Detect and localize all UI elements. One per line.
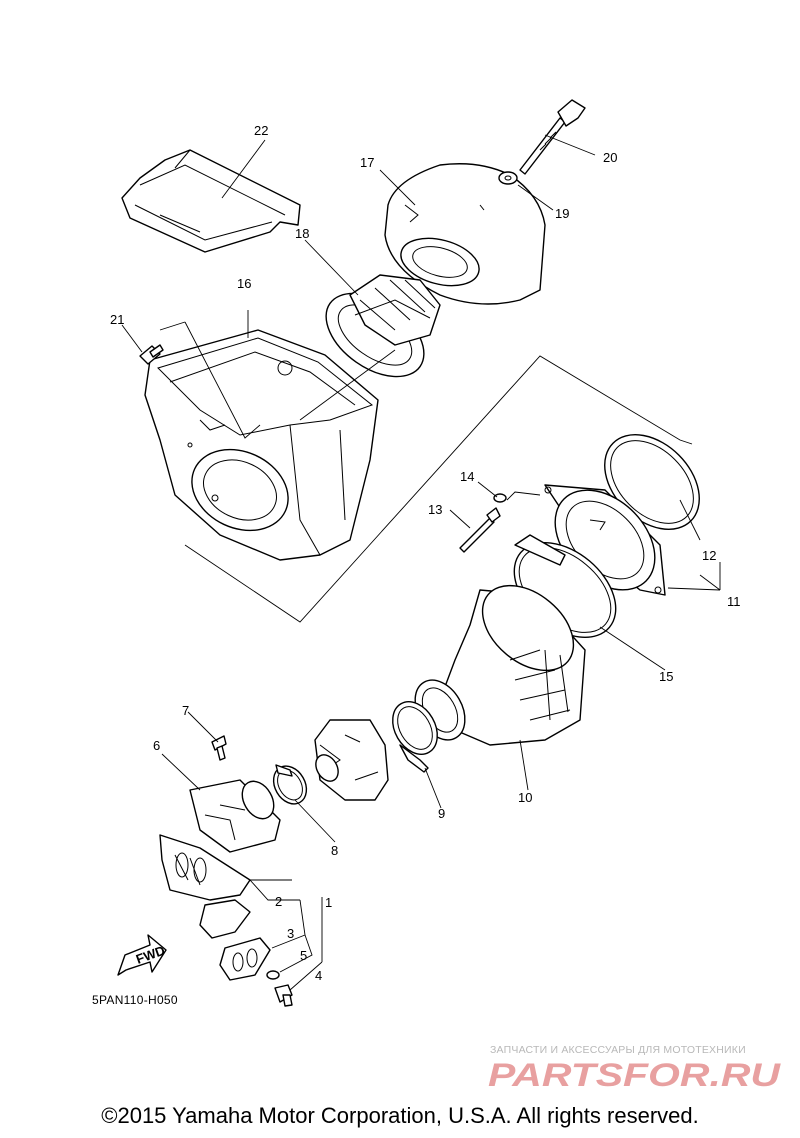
callout-numbers: 1 2 3 4 5 6 7 8 9 10 11 12 13 14 15 16 1… <box>110 123 741 983</box>
part-8-small-clamp <box>272 764 308 805</box>
part-22-cover <box>121 149 301 253</box>
part-5-washer <box>266 970 280 980</box>
callout-21: 21 <box>110 312 124 327</box>
callout-4: 4 <box>315 968 322 983</box>
part-4-screw <box>274 984 293 1007</box>
part-20-wing-bolt <box>519 99 586 175</box>
part-19-washer <box>498 171 518 185</box>
part-2-reed-plate <box>199 899 251 939</box>
copyright-notice: ©2015 Yamaha Motor Corporation, U.S.A. A… <box>101 1103 699 1128</box>
callout-5: 5 <box>300 948 307 963</box>
callout-9: 9 <box>438 806 445 821</box>
part-13-bolt <box>459 507 501 553</box>
callout-3: 3 <box>287 926 294 941</box>
part-18-filter-cage <box>325 274 441 378</box>
callout-20: 20 <box>603 150 617 165</box>
callout-12: 12 <box>702 548 716 563</box>
part-6-reed-joint <box>189 779 281 853</box>
leader-lines <box>121 134 721 991</box>
part-9-hose-clamp <box>392 701 438 773</box>
callout-2: 2 <box>275 894 282 909</box>
part-14-nut <box>493 493 507 503</box>
callout-17: 17 <box>360 155 374 170</box>
callout-13: 13 <box>428 502 442 517</box>
callout-1: 1 <box>325 895 332 910</box>
watermark-logo: PARTSFOR.RU <box>488 1058 781 1090</box>
part-17-filter-element <box>384 163 546 305</box>
assembly-guide-lines <box>159 310 693 623</box>
part-1-reed-valve <box>159 834 251 901</box>
callout-22: 22 <box>254 123 268 138</box>
callout-16: 16 <box>237 276 251 291</box>
callout-15: 15 <box>659 669 673 684</box>
part-16-air-box <box>144 329 379 561</box>
part-3-stopper <box>219 937 271 981</box>
part-21-bolt <box>139 344 164 365</box>
callout-6: 6 <box>153 738 160 753</box>
callout-7: 7 <box>182 703 189 718</box>
callout-14: 14 <box>460 469 474 484</box>
callout-18: 18 <box>295 226 309 241</box>
part-7-bolt <box>211 735 227 761</box>
forward-arrow-icon: FWD <box>117 934 167 976</box>
callout-8: 8 <box>331 843 338 858</box>
watermark-logo-text: PARTSFOR.RU <box>488 1058 781 1090</box>
intake-gasket <box>314 719 389 801</box>
callout-10: 10 <box>518 790 532 805</box>
diagram-code: 5PAN110-H050 <box>92 993 178 1007</box>
watermark-caption: ЗАПЧАСТИ И АКСЕССУАРЫ ДЛЯ МОТОТЕХНИКИ <box>490 1044 746 1056</box>
callout-11: 11 <box>727 594 741 609</box>
callout-19: 19 <box>555 206 569 221</box>
